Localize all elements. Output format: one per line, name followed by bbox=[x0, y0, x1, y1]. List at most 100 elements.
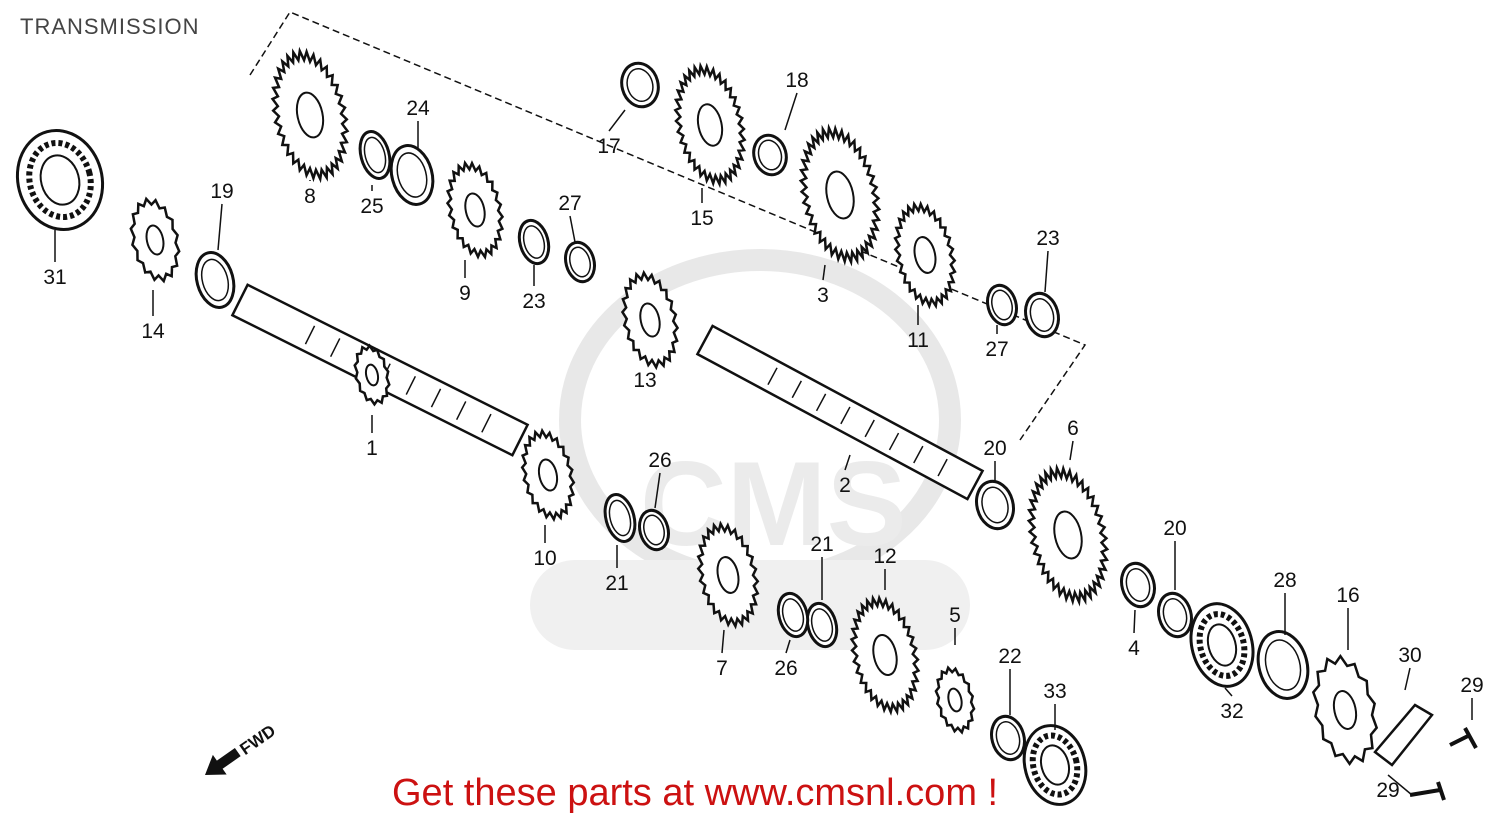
gear-1-pinion bbox=[353, 343, 391, 407]
callout-4: 4 bbox=[1128, 637, 1140, 660]
leader-line-17 bbox=[608, 109, 626, 132]
bolt-29b bbox=[1409, 781, 1446, 801]
callout-5: 5 bbox=[949, 604, 961, 627]
collar-24 bbox=[389, 144, 435, 206]
callout-21b: 21 bbox=[810, 533, 833, 556]
page-title: TRANSMISSION bbox=[20, 14, 200, 39]
callout-20b: 20 bbox=[1163, 517, 1186, 540]
callout-24: 24 bbox=[406, 97, 430, 120]
washer-26b bbox=[776, 591, 810, 639]
washer-19 bbox=[194, 251, 236, 309]
watermark-text: CMS bbox=[640, 437, 907, 571]
callout-29b: 29 bbox=[1376, 779, 1399, 802]
callout-1: 1 bbox=[366, 437, 378, 460]
gear-12 bbox=[849, 594, 921, 716]
callout-19: 19 bbox=[210, 180, 233, 203]
callout-27a: 27 bbox=[558, 192, 581, 215]
gear-10 bbox=[520, 427, 576, 523]
leader-line-3 bbox=[822, 264, 826, 281]
gear-13 bbox=[620, 269, 680, 371]
callout-6: 6 bbox=[1067, 417, 1079, 440]
callout-23b: 23 bbox=[1036, 227, 1059, 250]
callout-33: 33 bbox=[1043, 680, 1066, 703]
callout-21a: 21 bbox=[605, 572, 628, 595]
drive-sprocket-16 bbox=[1311, 653, 1379, 767]
bearing-31 bbox=[15, 128, 105, 232]
callout-32: 32 bbox=[1220, 700, 1243, 723]
bearing-33 bbox=[1022, 724, 1088, 806]
callout-27b: 27 bbox=[985, 338, 1008, 361]
callout-22: 22 bbox=[998, 645, 1021, 668]
gear-14 bbox=[129, 196, 181, 284]
circlip-23a bbox=[517, 218, 551, 266]
leader-line-32 bbox=[1224, 687, 1233, 697]
circlip-21b bbox=[805, 601, 839, 649]
leader-line-30 bbox=[1404, 667, 1411, 691]
callout-23a: 23 bbox=[522, 290, 545, 313]
washer-18 bbox=[752, 133, 788, 177]
washer-20b bbox=[1157, 591, 1193, 639]
callout-18: 18 bbox=[785, 69, 808, 92]
fwd-label: FWD bbox=[236, 721, 279, 759]
leader-line-29b bbox=[1387, 774, 1413, 796]
gear-7 bbox=[696, 520, 760, 630]
washer-26a bbox=[638, 508, 670, 552]
callout-31: 31 bbox=[43, 266, 66, 289]
leader-line-7 bbox=[721, 629, 725, 654]
lockwasher-25 bbox=[358, 130, 392, 180]
circlip-23b bbox=[1024, 291, 1060, 339]
leader-line-18 bbox=[784, 92, 798, 131]
gear-8 bbox=[270, 46, 350, 184]
callout-12: 12 bbox=[873, 545, 896, 568]
callout-26a: 26 bbox=[648, 449, 671, 472]
callout-8: 8 bbox=[304, 185, 316, 208]
leader-line-26a bbox=[654, 472, 661, 509]
circlip-21a bbox=[603, 493, 637, 543]
callout-16: 16 bbox=[1336, 584, 1359, 607]
callout-20a: 20 bbox=[983, 437, 1006, 460]
gear-5 bbox=[934, 665, 976, 735]
leader-line-19 bbox=[217, 203, 223, 251]
countershaft bbox=[695, 324, 985, 501]
bolt-29a bbox=[1449, 727, 1478, 749]
fixing-plate-30 bbox=[1373, 703, 1434, 767]
callout-28: 28 bbox=[1273, 569, 1296, 592]
fwd-arrow-icon: FWD bbox=[205, 721, 279, 775]
callout-13: 13 bbox=[633, 369, 656, 392]
callout-15: 15 bbox=[690, 207, 713, 230]
callout-3: 3 bbox=[817, 284, 829, 307]
callout-2: 2 bbox=[839, 474, 851, 497]
gear-3 bbox=[798, 123, 882, 267]
callout-14: 14 bbox=[141, 320, 165, 343]
gear-9 bbox=[445, 159, 505, 261]
callout-26b: 26 bbox=[774, 657, 797, 680]
callout-29a: 29 bbox=[1460, 674, 1483, 697]
leader-line-27a bbox=[569, 215, 576, 243]
oil-seal-28 bbox=[1256, 630, 1310, 700]
bearing-32 bbox=[1189, 602, 1255, 688]
assembly-bracket bbox=[249, 11, 1087, 441]
leader-line-23b bbox=[1044, 250, 1049, 293]
washer-22 bbox=[990, 714, 1026, 762]
callout-7: 7 bbox=[716, 657, 728, 680]
leader-line-4 bbox=[1133, 609, 1136, 634]
callout-25: 25 bbox=[360, 195, 383, 218]
washer-27b bbox=[986, 283, 1018, 327]
leader-line-6 bbox=[1069, 440, 1074, 461]
callout-9: 9 bbox=[459, 282, 471, 305]
gear-15 bbox=[673, 61, 747, 189]
washer-27a bbox=[564, 240, 596, 284]
gear-11 bbox=[893, 200, 957, 310]
callout-17: 17 bbox=[597, 135, 620, 158]
leader-line-26b bbox=[785, 639, 791, 654]
callout-10: 10 bbox=[533, 547, 556, 570]
washer-17 bbox=[620, 61, 660, 109]
gear-6 bbox=[1026, 463, 1110, 607]
callout-11: 11 bbox=[907, 329, 929, 352]
callout-30: 30 bbox=[1398, 644, 1421, 667]
washer-20a bbox=[975, 479, 1015, 531]
leader-line-2 bbox=[844, 454, 851, 471]
footer-banner: Get these parts at www.cmsnl.com ! bbox=[392, 772, 999, 814]
